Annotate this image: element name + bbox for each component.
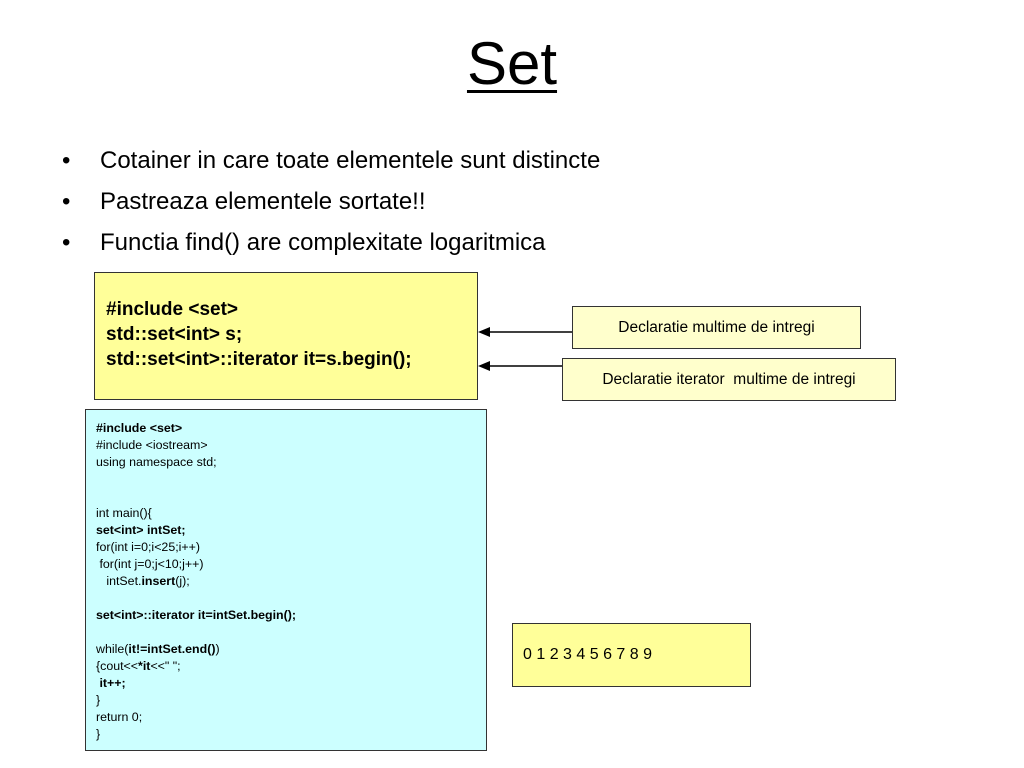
code-line: } (96, 693, 101, 707)
slide-title-text: Set (466, 30, 558, 97)
code-blank-line (96, 590, 486, 607)
bullet-item: • Pastreaza elementele sortate!! (62, 181, 600, 222)
code-blank-line (96, 624, 486, 641)
bullet-text: Pastreaza elementele sortate!! (100, 188, 426, 215)
bullet-list: • Cotainer in care toate elementele sunt … (62, 140, 600, 263)
declaration-line: std::set<int> s; (106, 324, 243, 345)
arrow-to-set-declaration (478, 327, 572, 337)
code-blank-line (96, 471, 486, 488)
code-line: #include <set> (96, 421, 183, 435)
code-line: int main(){ (96, 506, 152, 520)
code-line: for(int i=0;i<25;i++) (96, 540, 201, 554)
code-line: while(it!=intSet.end()) (96, 642, 220, 656)
code-line: it++; (96, 676, 126, 690)
declaration-line: std::set<int>::iterator it=s.begin(); (106, 349, 412, 370)
code-line: {cout<<*it<<" "; (96, 659, 181, 673)
code-line: return 0; (96, 710, 143, 724)
code-line: } (96, 727, 101, 741)
bullet-item: • Functia find() are complexitate logarit… (62, 222, 600, 263)
code-line: #include <iostream> (96, 438, 208, 452)
iterator-declaration-label: Declaratie iterator multime de intregi (562, 358, 896, 401)
bullet-dot-icon: • (62, 229, 71, 256)
code-line: for(int j=0;j<10;j++) (96, 557, 204, 571)
bullet-dot-icon: • (62, 188, 71, 215)
code-line: set<int>::iterator it=intSet.begin(); (96, 608, 296, 622)
code-line: using namespace std; (96, 455, 217, 469)
code-blank-line (96, 488, 486, 505)
declaration-box: #include <set> std::set<int> s; std::set… (94, 272, 478, 400)
bullet-text: Functia find() are complexitate logaritm… (100, 229, 546, 256)
bullet-item: • Cotainer in care toate elementele sunt … (62, 140, 600, 181)
slide-title: Set (0, 28, 1024, 100)
program-output-text: 0 1 2 3 4 5 6 7 8 9 (523, 646, 652, 663)
arrow-to-iterator-declaration (478, 361, 562, 371)
code-listing: #include <set> #include <iostream> using… (85, 409, 487, 751)
program-output-box: 0 1 2 3 4 5 6 7 8 9 (512, 623, 751, 687)
bullet-dot-icon: • (62, 147, 71, 174)
code-line: set<int> intSet; (96, 523, 186, 537)
bullet-text: Cotainer in care toate elementele sunt d… (100, 147, 601, 174)
set-declaration-label: Declaratie multime de intregi (572, 306, 861, 349)
declaration-line: #include <set> (106, 299, 239, 320)
code-line: intSet.insert(j); (96, 574, 190, 588)
